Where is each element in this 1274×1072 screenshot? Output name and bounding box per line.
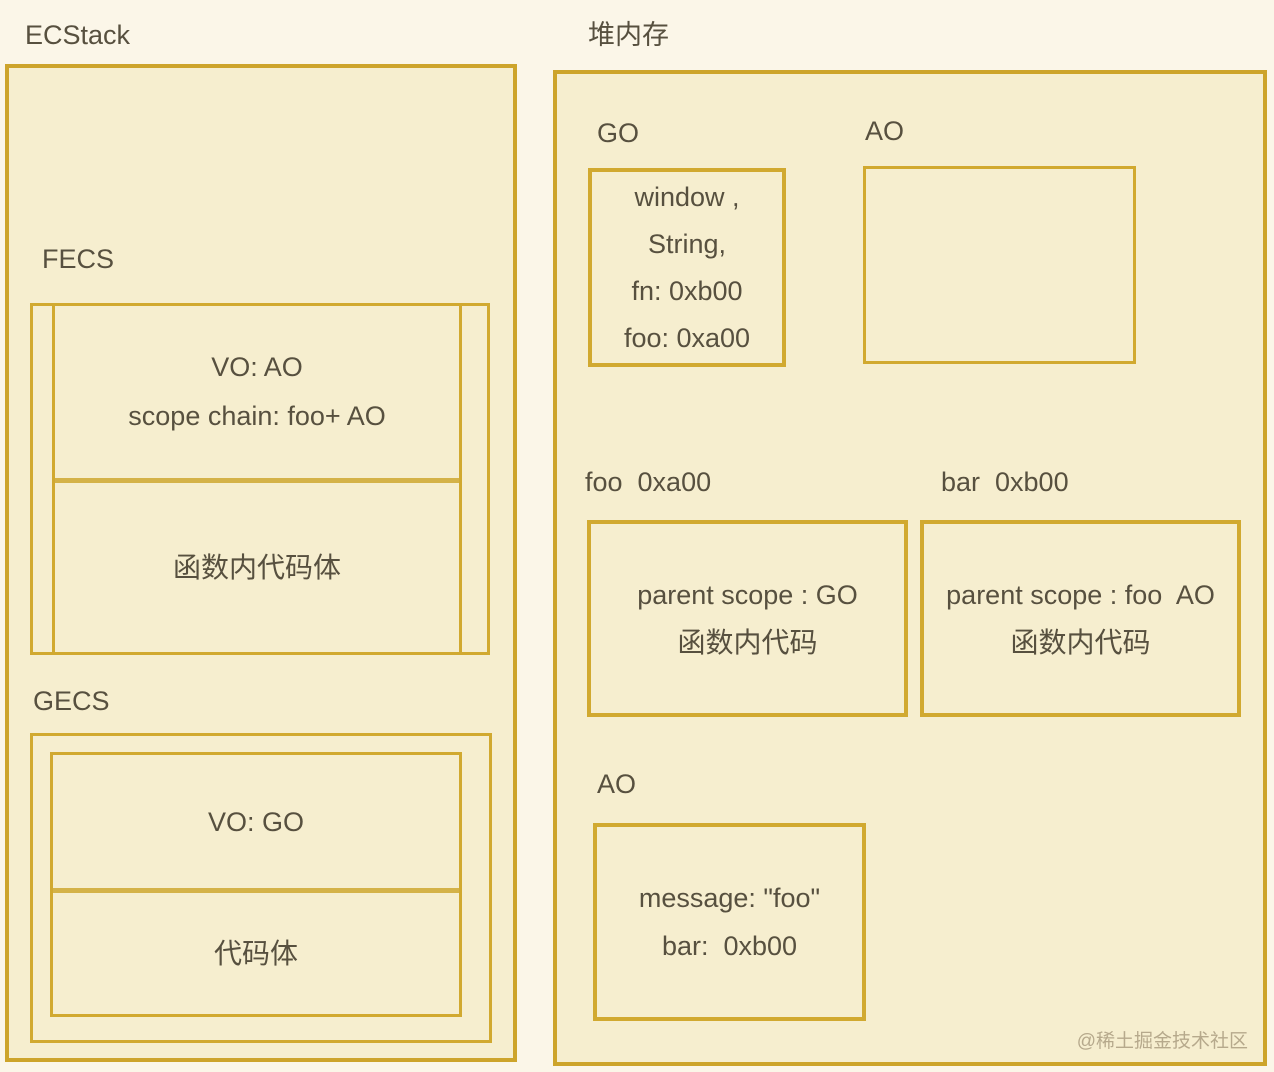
fecs-body-cell: 函数内代码体 (55, 483, 459, 652)
heap-title: 堆内存 (588, 20, 669, 50)
gecs-body-text: 代码体 (213, 937, 298, 969)
fecs-scope-chain-text: scope chain: foo+ AO (128, 401, 386, 431)
ecstack-panel (5, 64, 517, 1062)
gecs-body-cell: 代码体 (53, 893, 459, 1014)
fecs-vo-text: VO: AO (211, 352, 303, 382)
foo-object-box: parent scope : GO 函数内代码 (587, 520, 908, 717)
bar-parent-scope-text: parent scope : foo AO (946, 579, 1215, 610)
heap-panel (553, 70, 1267, 1066)
ecstack-title: ECStack (25, 20, 131, 50)
go-box: window , String, fn: 0xb00 foo: 0xa00 (588, 168, 786, 367)
ao-line: message: "foo" (638, 883, 821, 913)
go-line: window , (634, 181, 740, 212)
fecs-body-text: 函数内代码体 (172, 551, 341, 583)
gecs-vo-cell: VO: GO (53, 755, 459, 888)
gecs-label: GECS (33, 686, 110, 716)
bar-object-label: bar 0xb00 (941, 467, 1069, 497)
ao-empty-box (863, 166, 1136, 364)
ao-empty-label: AO (865, 116, 905, 146)
watermark: @稀土掘金技术社区 (1076, 1031, 1248, 1052)
fecs-divider (55, 478, 459, 483)
foo-body-text: 函数内代码 (677, 626, 818, 658)
bar-body-text: 函数内代码 (1010, 626, 1151, 658)
gecs-frame-outer (30, 733, 492, 1043)
go-line: String, (647, 228, 727, 259)
foo-parent-scope-text: parent scope : GO (637, 579, 858, 610)
ao-line: bar: 0xb00 (661, 931, 798, 961)
fecs-label: FECS (42, 244, 115, 274)
fecs-frame-inner: VO: AO scope chain: foo+ AO 函数内代码体 (52, 303, 462, 655)
ao-object-label: AO (597, 769, 637, 799)
go-line: fn: 0xb00 (631, 275, 743, 306)
bar-object-box: parent scope : foo AO 函数内代码 (920, 520, 1241, 717)
ao-object-box: message: "foo" bar: 0xb00 (593, 823, 866, 1021)
foo-object-label: foo 0xa00 (585, 467, 712, 497)
go-line: foo: 0xa00 (623, 322, 751, 353)
fecs-vo-cell: VO: AO scope chain: foo+ AO (55, 306, 459, 478)
gecs-frame-inner: VO: GO 代码体 (50, 752, 462, 1017)
gecs-divider (53, 888, 459, 893)
gecs-vo-text: VO: GO (207, 806, 305, 837)
go-label: GO (597, 118, 640, 148)
